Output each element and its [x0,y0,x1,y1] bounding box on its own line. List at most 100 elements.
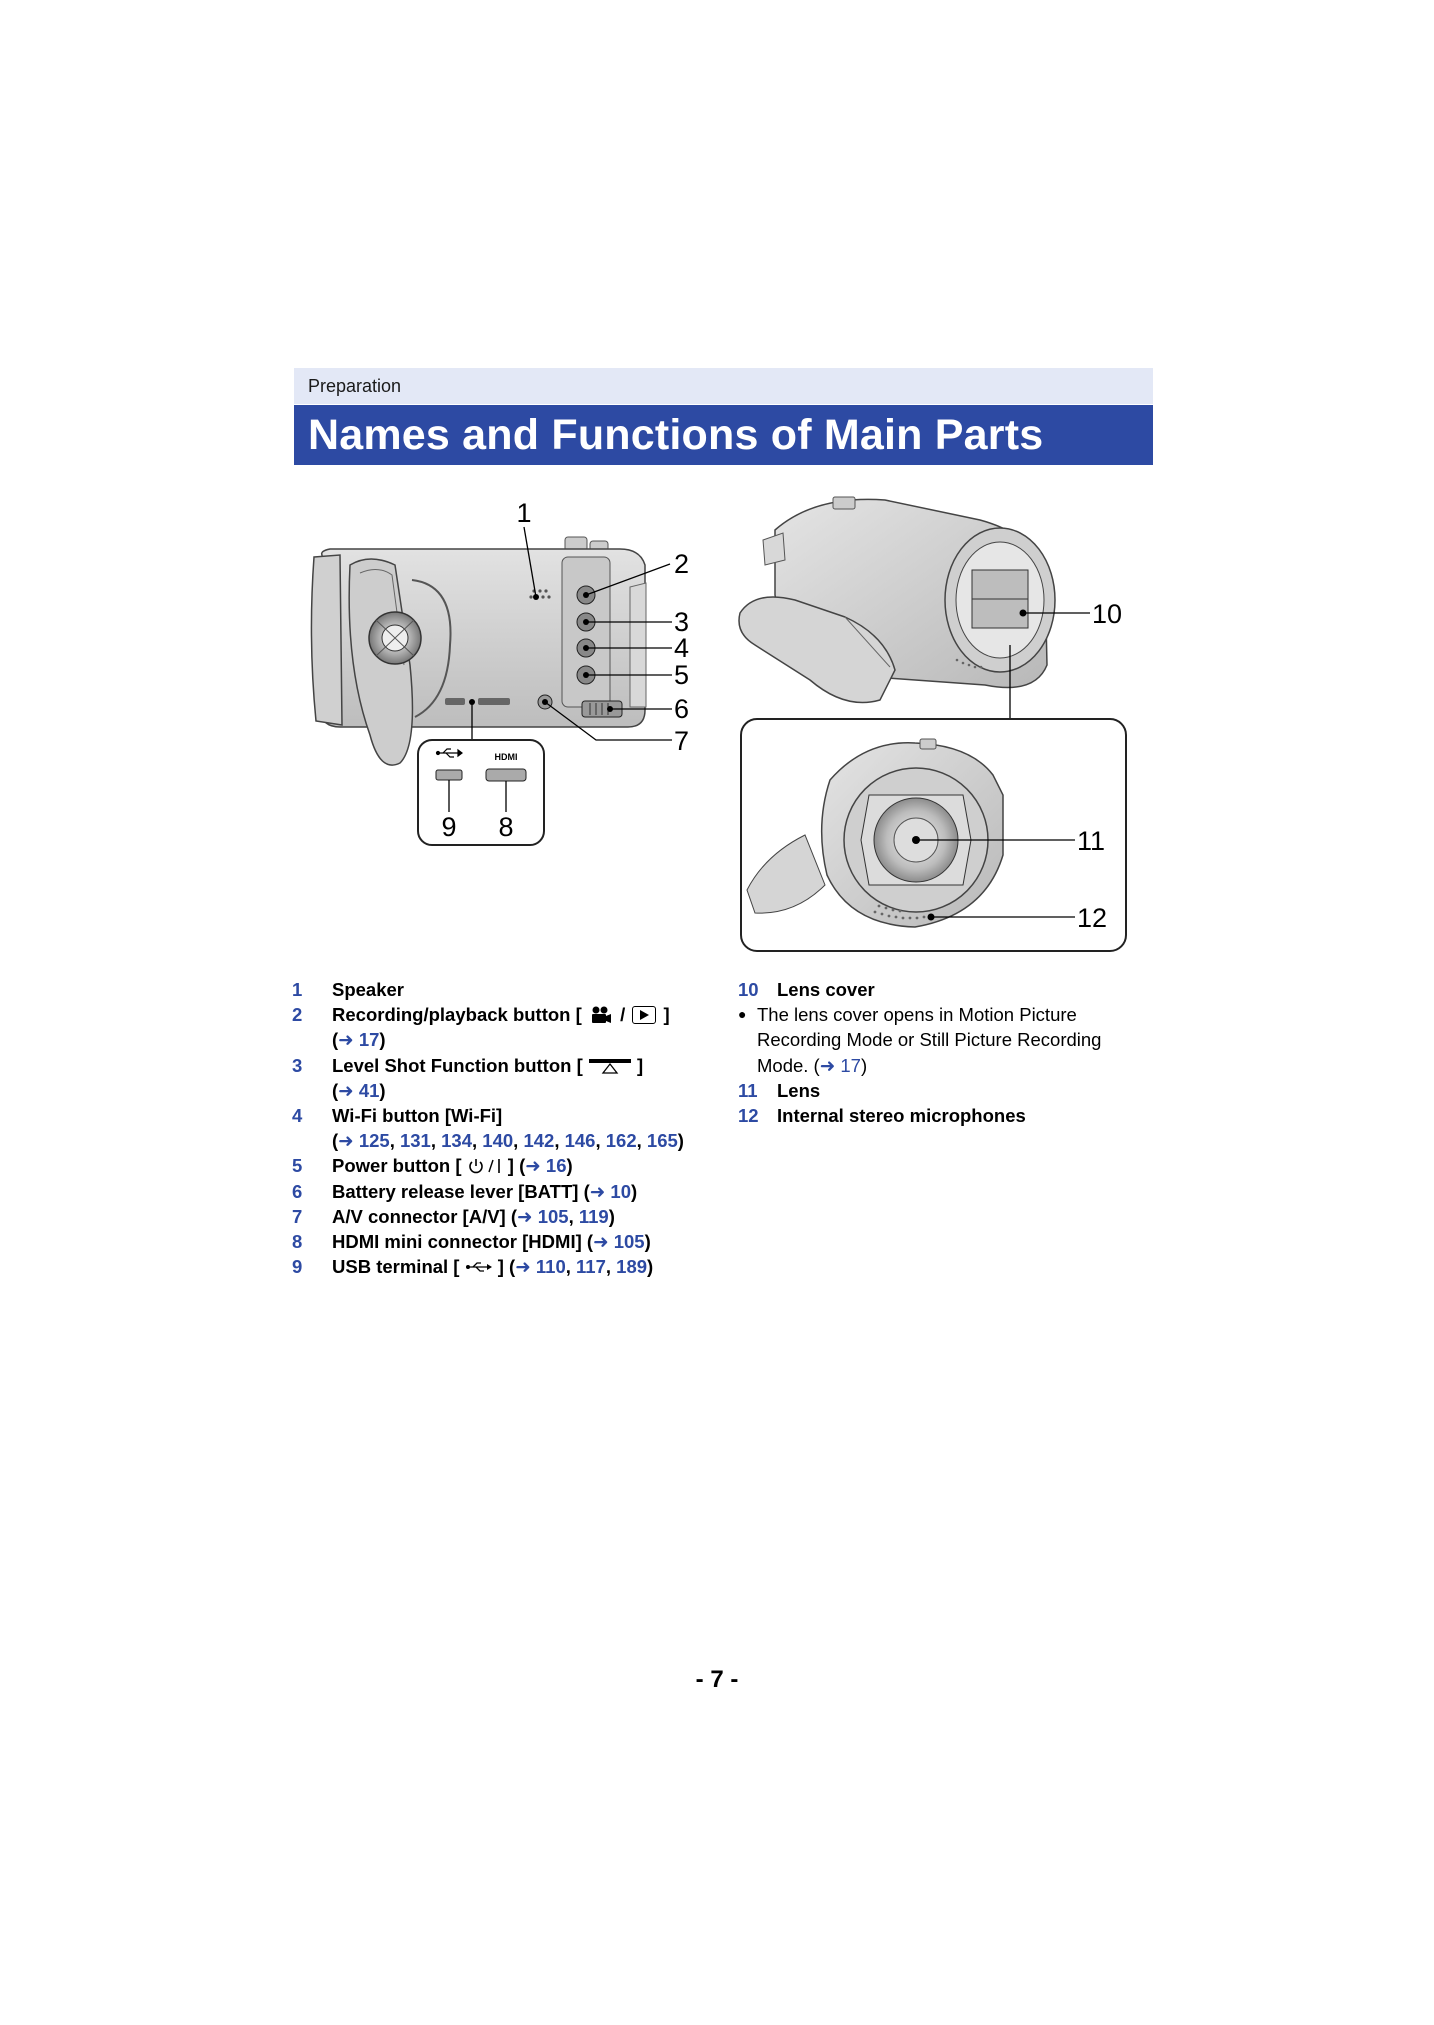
usb-symbol-icon [435,748,463,758]
arrow-icon: ➜ [593,1231,609,1253]
item-number: 6 [292,1180,303,1202]
page-number: - 7 - [695,1666,739,1693]
item-label: USB terminal [ [332,1256,460,1278]
item-label-separator: / [620,1004,626,1026]
page-ref-link[interactable]: 119 [578,1205,609,1227]
item-label: Internal stereo microphones [777,1105,1026,1127]
hdmi-label: HDMI [495,752,518,762]
item-number: 10 [738,979,759,1000]
list-item: 9 USB terminal [ ] (➜ 110, 117, 189) [292,1254,732,1279]
item-label: Lens cover [777,979,875,1000]
callout-1: 1 [516,498,531,528]
list-item: 7 A/V connector [A/V] (➜ 105, 119) [292,1204,732,1229]
page-ref-link[interactable]: 110 [535,1256,566,1278]
callout-4: 4 [674,633,689,663]
item-label: Speaker [332,979,404,1000]
item-label-end: ] [663,1004,670,1026]
arrow-icon: ➜ [517,1205,533,1227]
item-number: 5 [292,1155,303,1177]
page-ref-link[interactable]: 142 [523,1130,555,1152]
page-title: Names and Functions of Main Parts [294,405,1153,465]
arrow-icon: ➜ [338,1130,354,1152]
power-icon [468,1159,500,1174]
camcorder-front-illustration: 10 11 12 [735,495,1140,955]
arrow-icon: ➜ [525,1155,541,1177]
callout-2: 2 [674,549,689,579]
item-ref-line: (➜ 125, 131, 134, 140, 142, 146, 162, 16… [332,1130,684,1152]
item-label-end: ] [497,1256,504,1278]
parts-list-left: 1 Speaker 2 Recording/playback button [ … [292,977,732,1279]
item-number: 3 [292,1054,303,1076]
bullet-icon: ● [738,1006,747,1023]
list-item: 5 Power button [ ] (➜ 16) [292,1153,732,1178]
page-ref-link[interactable]: 117 [576,1256,606,1278]
page-ref-link[interactable]: 131 [399,1130,431,1152]
item-label: Battery release lever [BATT] [332,1180,579,1202]
page-ref-link[interactable]: 125 [358,1130,390,1152]
list-item: 1 Speaker [292,977,732,1002]
page-ref-link[interactable]: 162 [605,1130,637,1152]
section-label: Preparation [294,368,1153,404]
level-shot-icon [588,1058,631,1074]
page-ref-link[interactable]: 41 [358,1079,380,1101]
callout-3: 3 [674,607,689,637]
item-label: HDMI mini connector [HDMI] [332,1231,582,1253]
item-label-end: ] [507,1155,514,1177]
arrow-icon: ➜ [819,1054,836,1076]
item-label: Recording/playback button [ [332,1004,582,1026]
page-ref-link[interactable]: 105 [537,1205,569,1227]
callout-5: 5 [674,660,689,690]
item-number: 7 [292,1205,303,1227]
list-item: 2 Recording/playback button [ / ] [292,1002,732,1027]
list-item: 10 Lens cover [738,977,1158,1002]
arrow-icon: ➜ [515,1256,531,1278]
movie-camera-icon [591,1006,611,1024]
play-icon [632,1006,657,1025]
item-label-end: ] [637,1054,644,1076]
list-item: 12 Internal stereo microphones [738,1103,1158,1128]
item-number: 4 [292,1105,303,1127]
page-ref-link[interactable]: 17 [358,1029,380,1051]
note-text: The lens cover opens in Motion Picture R… [757,1004,1102,1076]
arrow-icon: ➜ [589,1180,606,1202]
item-number: 11 [738,1079,758,1101]
page-ref-link[interactable]: 140 [482,1130,514,1152]
usb-icon [465,1262,492,1272]
list-item: 6 Battery release lever [BATT] (➜ 10) [292,1179,732,1204]
list-item-note: ● The lens cover opens in Motion Picture… [738,1002,1158,1078]
item-ref-line: (➜ 41) [332,1079,386,1101]
callout-7: 7 [674,726,689,756]
arrow-icon: ➜ [338,1079,354,1101]
callout-9: 9 [441,812,456,842]
page-ref-link[interactable]: 165 [646,1130,678,1152]
callout-6: 6 [674,694,689,724]
page-ref-link[interactable]: 134 [441,1130,473,1152]
item-label: Power button [ [332,1155,462,1177]
page-ref-link[interactable]: 10 [610,1180,631,1202]
item-label: Lens [777,1079,821,1101]
item-label: Wi-Fi button [Wi-Fi] [332,1105,503,1127]
page-ref-link[interactable]: 105 [613,1231,645,1253]
page-ref-link[interactable]: 189 [616,1256,648,1278]
page-ref-link[interactable]: 146 [564,1130,596,1152]
callout-8: 8 [498,812,513,842]
item-label: A/V connector [A/V] [332,1205,506,1227]
item-number: 2 [292,1004,303,1026]
callout-10: 10 [1092,599,1122,629]
page-ref-link[interactable]: 16 [545,1155,567,1177]
item-number: 12 [738,1105,759,1127]
item-number: 1 [292,979,303,1000]
list-item: 4 Wi-Fi button [Wi-Fi] [292,1103,732,1128]
camcorder-side-illustration: HDMI 1 2 3 4 5 6 7 8 9 [300,495,720,850]
item-number: 9 [292,1256,303,1278]
callout-12: 12 [1077,903,1107,933]
item-ref-line: (➜ 17) [332,1029,386,1051]
list-item: 11 Lens [738,1078,1158,1103]
list-item: 3 Level Shot Function button [ ] [292,1053,732,1078]
parts-list-right: 10 Lens cover ● The lens cover opens in … [738,977,1158,1128]
page-ref-link[interactable]: 17 [840,1054,861,1076]
item-number: 8 [292,1231,303,1253]
callout-11: 11 [1077,826,1105,856]
item-label: Level Shot Function button [ [332,1054,583,1076]
list-item: 8 HDMI mini connector [HDMI] (➜ 105) [292,1229,732,1254]
